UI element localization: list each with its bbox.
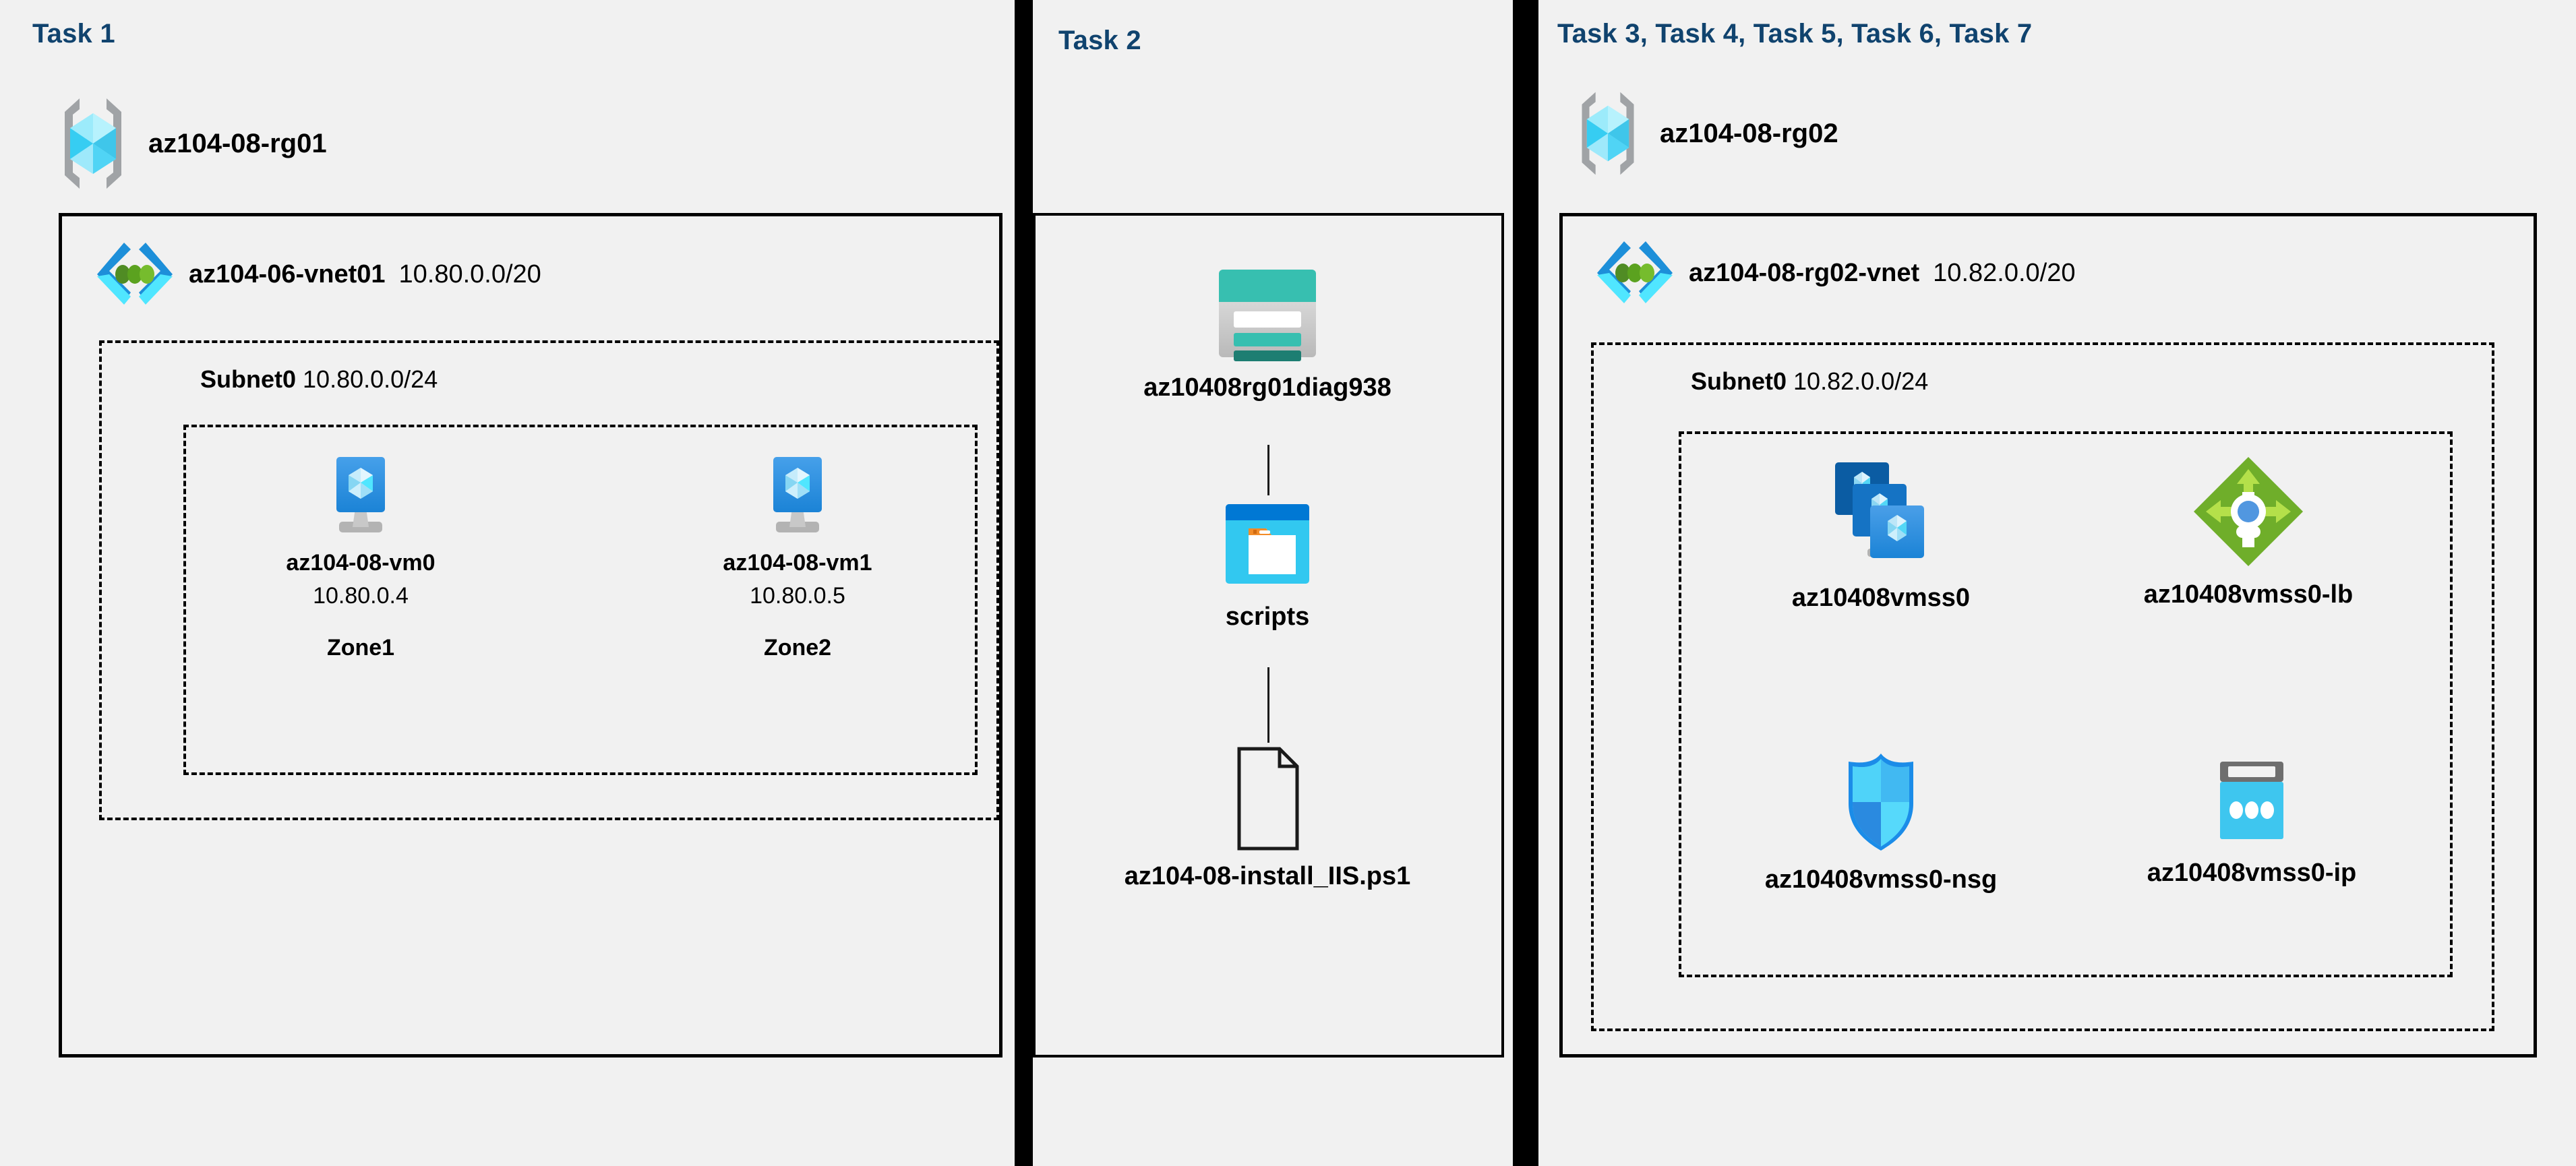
file-name: az104-08-install_IIS.ps1 xyxy=(1124,862,1411,890)
vmss-name: az10408vmss0 xyxy=(1791,584,1971,612)
vm-ip: 10.80.0.5 xyxy=(750,583,845,609)
container-name: scripts xyxy=(1225,603,1310,631)
vnet-box-az104-06-vnet01 xyxy=(59,213,1002,1057)
node-az104-08-vm1: az104-08-vm1 10.80.0.5 Zone2 xyxy=(703,453,892,661)
node-scripts-container: scripts xyxy=(1166,499,1369,632)
public-ip-name: az10408vmss0-ip xyxy=(2147,859,2357,887)
network-security-group-icon xyxy=(1834,748,1928,856)
subnet-cidr: 10.80.0.0/24 xyxy=(303,365,438,393)
subnet-name: Subnet0 xyxy=(200,365,297,393)
subnet-box-subnet0-task1 xyxy=(99,340,999,820)
nsg-name: az10408vmss0-nsg xyxy=(1764,865,1998,894)
storage-account-icon xyxy=(1207,263,1328,364)
node-az10408vmss0: az10408vmss0 xyxy=(1763,453,1999,613)
node-az104-08-vm0: az104-08-vm0 10.80.0.4 Zone1 xyxy=(266,453,455,661)
vnet-cidr: 10.82.0.0/20 xyxy=(1933,258,2076,287)
subnet-label-task3: Subnet0 10.82.0.0/24 xyxy=(1691,367,1928,396)
vm-zone: Zone1 xyxy=(326,635,395,661)
vnet-name: az104-08-rg02-vnet xyxy=(1689,258,1920,287)
resource-group-rg02: az104-08-rg02 xyxy=(1571,86,1838,181)
subnet-label-task1: Subnet0 10.80.0.0/24 xyxy=(200,365,438,394)
vnet-cidr: 10.80.0.0/20 xyxy=(398,259,541,288)
subnet-cidr: 10.82.0.0/24 xyxy=(1793,367,1929,395)
resource-group-name: az104-08-rg02 xyxy=(1660,118,1838,148)
virtual-machine-icon xyxy=(320,453,401,541)
vnet-box-az104-08-rg02-vnet xyxy=(1559,213,2537,1057)
connector-storage-to-container xyxy=(1267,445,1269,495)
availability-zone-box xyxy=(183,425,978,775)
public-ip-address-icon xyxy=(2208,755,2296,849)
panel-divider-2 xyxy=(1513,0,1538,1166)
node-install-iis-ps1: az104-08-install_IIS.ps1 xyxy=(1072,745,1463,891)
virtual-network-icon xyxy=(1594,236,1675,310)
node-az10408vmss0-lb: az10408vmss0-lb xyxy=(2114,453,2383,609)
vnet-header-row-3: az104-08-rg02-vnet 10.82.0.0/20 xyxy=(1594,236,2075,310)
storage-account-name: az10408rg01diag938 xyxy=(1143,373,1391,402)
virtual-machine-icon xyxy=(757,453,838,541)
task-label-2: Task 2 xyxy=(1058,26,1141,55)
vm-scale-set-icon xyxy=(1820,453,1942,574)
load-balancer-icon xyxy=(2190,453,2308,571)
node-az10408rg01diag938: az10408rg01diag938 xyxy=(1099,263,1436,402)
resource-group-icon xyxy=(1571,86,1645,181)
node-az10408vmss0-ip: az10408vmss0-ip xyxy=(2124,755,2380,888)
task-label-1: Task 1 xyxy=(32,19,115,49)
vm-name: az104-08-vm0 xyxy=(286,550,436,576)
resource-group-rg01: az104-08-rg01 xyxy=(53,93,327,194)
vm-zone: Zone2 xyxy=(763,635,832,661)
resources-group-box xyxy=(1679,431,2453,977)
node-az10408vmss0-nsg: az10408vmss0-nsg xyxy=(1753,748,2009,894)
file-icon xyxy=(1227,745,1308,853)
blob-container-icon xyxy=(1214,499,1321,593)
panel-divider-1 xyxy=(1015,0,1033,1166)
subnet-box-subnet0-task3 xyxy=(1591,342,2494,1031)
virtual-network-icon xyxy=(94,237,175,311)
vm-ip: 10.80.0.4 xyxy=(313,583,409,609)
vnet-name: az104-06-vnet01 xyxy=(189,259,386,288)
vm-name: az104-08-vm1 xyxy=(723,550,872,576)
task-label-3: Task 3, Task 4, Task 5, Task 6, Task 7 xyxy=(1557,19,2033,49)
vnet-header-row-1: az104-06-vnet01 10.80.0.0/20 xyxy=(94,237,541,311)
resource-group-icon xyxy=(53,93,133,194)
connector-container-to-file xyxy=(1267,667,1269,743)
lb-name: az10408vmss0-lb xyxy=(2143,580,2354,609)
subnet-name: Subnet0 xyxy=(1691,367,1787,395)
resource-group-name: az104-08-rg01 xyxy=(148,128,327,158)
